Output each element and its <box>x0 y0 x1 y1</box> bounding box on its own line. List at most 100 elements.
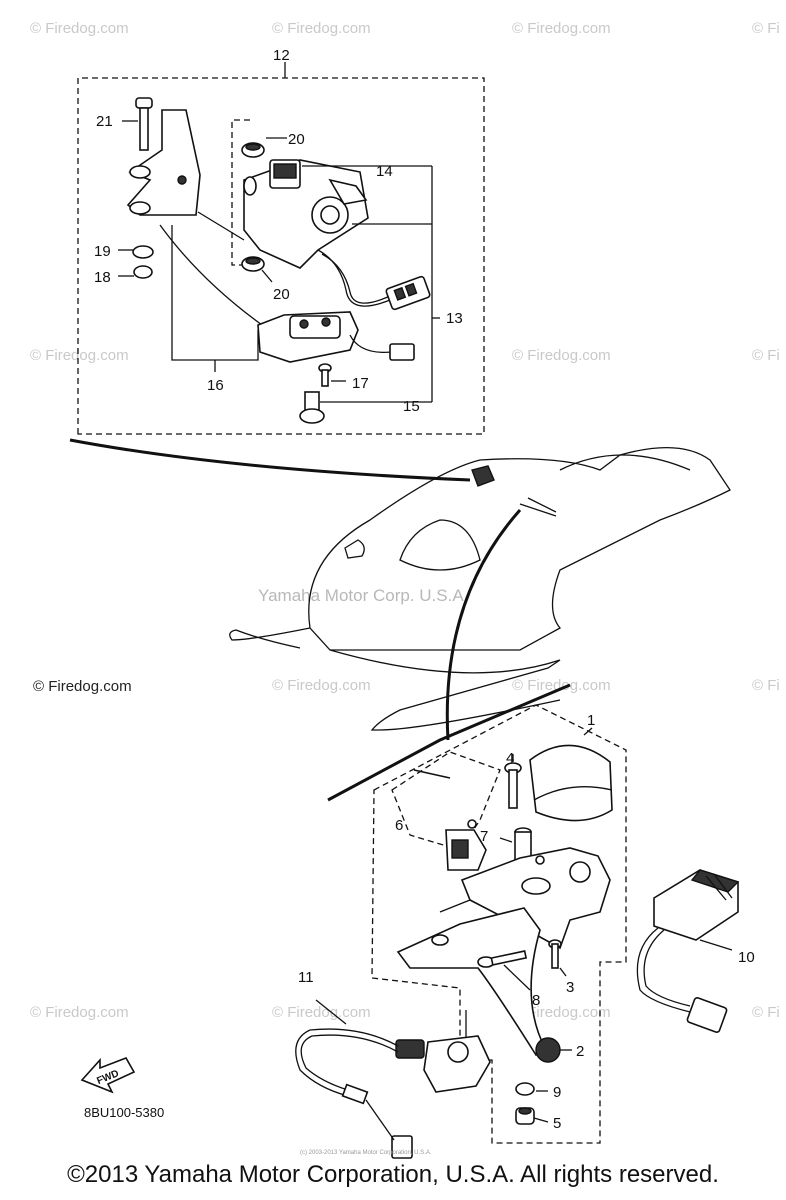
wire <box>643 929 691 1007</box>
lever-install <box>519 497 557 517</box>
cable <box>300 1034 399 1091</box>
wire <box>636 927 691 1013</box>
connector <box>385 275 431 311</box>
footer-fineprint: (c) 2003-2013 Yamaha Motor Corporation, … <box>300 1150 432 1156</box>
firedog-copyright: © Firedog.com <box>33 678 132 695</box>
group-box-1 <box>371 704 627 1144</box>
install-point <box>471 465 495 487</box>
callout-15: 15 <box>403 398 420 415</box>
callout-10: 10 <box>738 949 755 966</box>
screw <box>413 769 451 779</box>
callout-18: 18 <box>94 269 111 286</box>
callout-6: 6 <box>395 817 403 834</box>
leader-line <box>699 939 733 951</box>
nut-5 <box>515 1107 535 1125</box>
nut <box>467 819 477 829</box>
wire <box>349 334 393 354</box>
bolt-21 <box>135 97 153 151</box>
connector <box>686 997 728 1033</box>
watermarks: © Firedog.com © Firedog.com © Firedog.co… <box>30 20 780 1021</box>
watermark-firedog: © Firedog.com <box>512 677 611 694</box>
callout-11: 11 <box>298 969 314 986</box>
cover <box>529 744 613 822</box>
callout-20: 20 <box>273 286 290 303</box>
bolt-15 <box>299 391 325 424</box>
switch-11 <box>395 1035 491 1093</box>
brake-lever-2 <box>396 907 561 1063</box>
switch-cap-6 <box>445 829 487 871</box>
watermark-firedog: © Fi <box>752 677 780 694</box>
snowmobile <box>229 446 731 802</box>
callout-4: 4 <box>506 750 514 767</box>
mirror <box>344 539 365 559</box>
leader-line <box>499 837 513 843</box>
screw-17 <box>318 363 332 387</box>
washer-9 <box>515 1082 535 1096</box>
watermark-firedog: © Firedog.com <box>30 1004 129 1021</box>
callout-12: 12 <box>273 47 290 64</box>
callout-8: 8 <box>532 992 540 1009</box>
lower-assembly: 1 6 4 7 <box>295 704 755 1159</box>
nut-18 <box>133 265 153 279</box>
wire <box>159 224 263 326</box>
callout-1: 1 <box>587 712 595 729</box>
watermark-firedog: © Fi <box>752 1004 780 1021</box>
connector <box>341 1083 369 1105</box>
watermark-firedog: © Firedog.com <box>30 347 129 364</box>
part-code: 8BU100-5380 <box>84 1105 164 1120</box>
callout-14: 14 <box>376 163 393 180</box>
connector <box>391 1135 413 1159</box>
ski-left <box>229 627 311 649</box>
watermark-firedog: © Firedog.com <box>512 1004 611 1021</box>
watermark-firedog: © Fi <box>752 347 780 364</box>
screw-3 <box>548 939 562 969</box>
watermark-firedog: © Firedog.com <box>30 20 129 37</box>
watermark-firedog: © Firedog.com <box>512 20 611 37</box>
sensor-15 <box>257 311 359 363</box>
callout-16: 16 <box>207 377 224 394</box>
leader-line <box>583 727 593 736</box>
bolt-4 <box>504 762 522 809</box>
grommet-20-bottom <box>241 256 265 272</box>
callout-21: 21 <box>96 113 113 130</box>
callout-2: 2 <box>576 1043 584 1060</box>
bracket-16 <box>171 225 259 361</box>
watermark-firedog: © Firedog.com <box>512 347 611 364</box>
windshield <box>399 519 481 571</box>
wire <box>197 211 245 241</box>
grommet-20-top <box>241 142 265 158</box>
upper-assembly: 12 21 19 18 16 <box>69 47 485 482</box>
seat <box>559 454 691 471</box>
watermark-firedog: © Fi <box>752 20 780 37</box>
washer-19 <box>132 245 154 259</box>
pointer-line <box>445 509 522 741</box>
callout-3: 3 <box>566 979 574 996</box>
pointer-line <box>69 438 471 482</box>
relay-10 <box>653 869 740 941</box>
callout-19: 19 <box>94 243 111 260</box>
body <box>308 446 731 651</box>
group-bracket-20 <box>231 119 250 266</box>
callout-20: 20 <box>288 131 305 148</box>
cable <box>295 1028 399 1097</box>
wire-harness <box>321 253 391 304</box>
watermark-firedog: © Firedog.com <box>272 677 371 694</box>
leader-line <box>503 964 531 991</box>
group-box-6 <box>391 751 501 851</box>
bracket-13-14 <box>302 165 433 402</box>
callout-17: 17 <box>352 375 369 392</box>
leader-line <box>315 999 347 1025</box>
footer-copyright: ©2013 Yamaha Motor Corporation, U.S.A. A… <box>67 1161 719 1188</box>
connector <box>389 343 415 361</box>
fwd-arrow: FWD <box>80 1057 136 1094</box>
mount-bracket <box>126 109 201 216</box>
watermark-firedog: © Firedog.com <box>272 1004 371 1021</box>
watermark-firedog: © Firedog.com <box>272 20 371 37</box>
screw-8 <box>477 950 528 968</box>
group-box-12 <box>77 77 485 435</box>
wire <box>365 1099 395 1141</box>
callout-5: 5 <box>553 1115 561 1132</box>
callout-13: 13 <box>446 310 463 327</box>
pointer-line <box>327 683 571 802</box>
watermark-yamaha: Yamaha Motor Corp. U.S.A. <box>258 586 468 605</box>
